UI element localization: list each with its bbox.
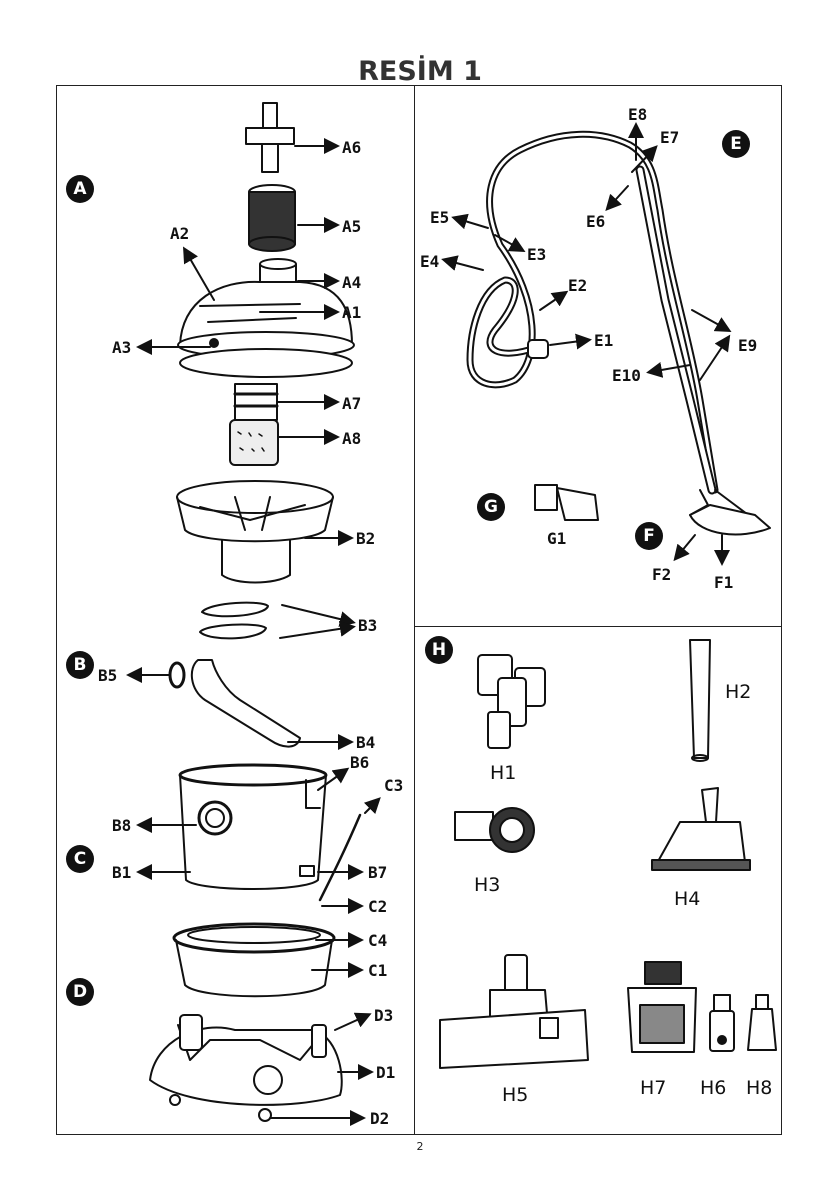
label-e2: E2 [568, 278, 587, 294]
section-badge-e: E [722, 130, 750, 158]
section-badge-b: B [66, 651, 94, 679]
label-b4: B4 [356, 735, 375, 751]
label-c4: C4 [368, 933, 387, 949]
label-a4: A4 [342, 275, 361, 291]
label-e9: E9 [738, 338, 757, 354]
label-g1: G1 [547, 531, 566, 547]
label-a2: A2 [170, 226, 189, 242]
label-h8: H8 [746, 1079, 772, 1098]
leader-lines [130, 126, 728, 1118]
label-f2: F2 [652, 567, 671, 583]
label-e5: E5 [430, 210, 449, 226]
section-badge-g: G [477, 493, 505, 521]
label-c3: C3 [384, 778, 403, 794]
part-c-tray-drawing [174, 924, 334, 996]
label-c1: C1 [368, 963, 387, 979]
label-b6: B6 [350, 755, 369, 771]
label-e7: E7 [660, 130, 679, 146]
part-a5-drawing [249, 185, 295, 251]
label-f1: F1 [714, 575, 733, 591]
part-h7-drawing [628, 962, 696, 1052]
label-h1: H1 [490, 764, 516, 783]
label-d3: D3 [374, 1008, 393, 1024]
section-badge-f: F [635, 522, 663, 550]
label-d1: D1 [376, 1065, 395, 1081]
section-badge-a: A [66, 175, 94, 203]
label-c2: C2 [368, 899, 387, 915]
label-a8: A8 [342, 431, 361, 447]
part-b4-b5-drawing [170, 660, 300, 747]
part-h4-drawing [652, 788, 750, 870]
part-h6-drawing [710, 995, 734, 1051]
part-h3-drawing [455, 808, 534, 852]
label-h2: H2 [725, 683, 751, 702]
label-e1: E1 [594, 333, 613, 349]
part-g-nozzle-drawing [535, 485, 598, 520]
section-badge-h: H [425, 636, 453, 664]
part-b1-tank-drawing [180, 765, 360, 900]
part-h5-drawing [440, 955, 588, 1068]
label-h5: H5 [502, 1086, 528, 1105]
part-h2-drawing [690, 640, 710, 761]
part-b2-drawing [177, 481, 333, 583]
label-a5: A5 [342, 219, 361, 235]
label-e4: E4 [420, 254, 439, 270]
part-d-trolley-drawing [150, 1015, 342, 1121]
label-b1: B1 [112, 865, 131, 881]
label-h6: H6 [700, 1079, 726, 1098]
label-b5: B5 [98, 668, 117, 684]
label-h4: H4 [674, 890, 700, 909]
label-e3: E3 [527, 247, 546, 263]
label-h3: H3 [474, 876, 500, 895]
part-a6-drawing [246, 103, 294, 172]
section-badge-d: D [66, 978, 94, 1006]
page-number: 2 [0, 1140, 840, 1153]
label-e10: E10 [612, 368, 641, 384]
section-badge-c: C [66, 845, 94, 873]
part-b3-drawing [200, 603, 268, 639]
label-a6: A6 [342, 140, 361, 156]
label-h7: H7 [640, 1079, 666, 1098]
part-motor-head-drawing [178, 259, 354, 377]
label-e8: E8 [628, 107, 647, 123]
label-b3: B3 [358, 618, 377, 634]
label-e6: E6 [586, 214, 605, 230]
label-a3: A3 [112, 340, 131, 356]
label-a1: A1 [342, 305, 361, 321]
label-d2: D2 [370, 1111, 389, 1127]
label-b7: B7 [368, 865, 387, 881]
part-a7-a8-drawing [230, 384, 278, 465]
label-b8: B8 [112, 818, 131, 834]
part-h1-drawing [478, 655, 545, 748]
part-h8-drawing [748, 995, 776, 1050]
label-b2: B2 [356, 531, 375, 547]
label-a7: A7 [342, 396, 361, 412]
